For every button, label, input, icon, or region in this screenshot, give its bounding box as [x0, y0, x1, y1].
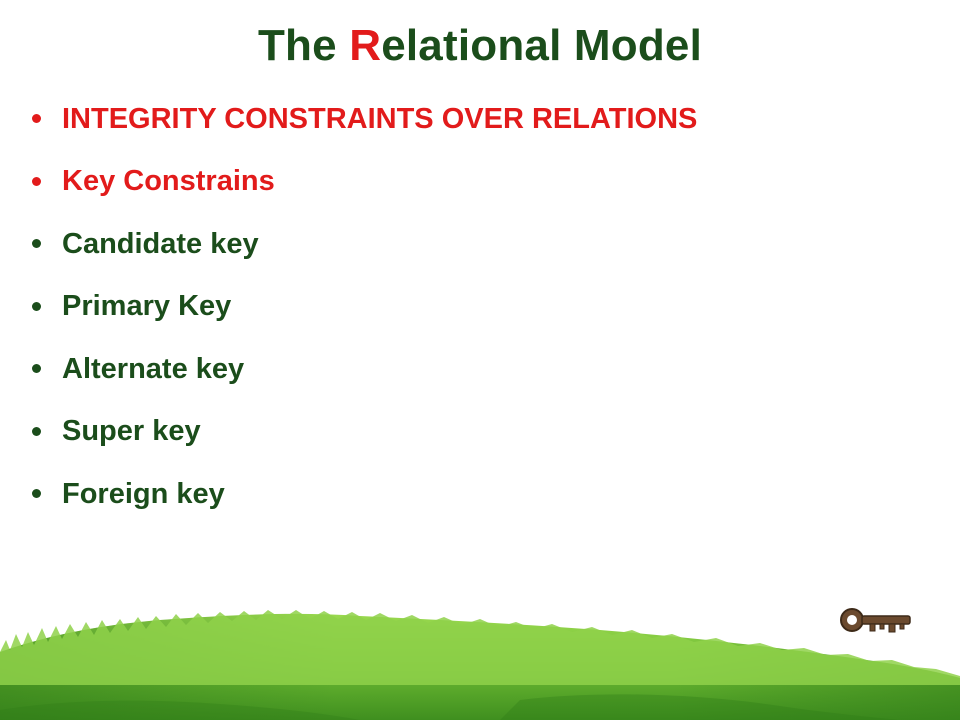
bullet-label: Key Constrains: [62, 165, 275, 198]
title-suffix: elational Model: [381, 21, 703, 70]
bullet-dot: [32, 426, 41, 436]
bullet-item: Super key: [30, 401, 697, 464]
bullet-item: Primary Key: [30, 276, 697, 339]
bullet-list: INTEGRITY CONSTRAINTS OVER RELATIONS Key…: [30, 88, 697, 526]
bullet-dot: [32, 114, 41, 124]
bullet-dot: [32, 364, 41, 374]
bullet-dot: [32, 239, 41, 249]
bullet-dot: [32, 301, 41, 311]
slide-title: The Relational Model: [0, 18, 960, 74]
bullet-label: Super key: [62, 415, 201, 448]
bullet-label: Candidate key: [62, 227, 259, 260]
title-prefix: The: [257, 21, 350, 70]
bullet-item: Alternate key: [30, 338, 697, 401]
bullet-item: Key Constrains: [30, 151, 697, 214]
title-accent-letter: R: [349, 21, 382, 70]
bullet-item: Foreign key: [30, 463, 697, 526]
grass-hill-illustration: [0, 610, 960, 720]
bullet-label: INTEGRITY CONSTRAINTS OVER RELATIONS: [62, 102, 698, 135]
key-icon: [840, 608, 911, 633]
bullet-item: Candidate key: [30, 213, 697, 276]
bullet-label: Primary Key: [62, 290, 232, 323]
bullet-dot: [32, 489, 41, 499]
bullet-label: Foreign key: [62, 477, 225, 510]
bullet-item: INTEGRITY CONSTRAINTS OVER RELATIONS: [30, 88, 697, 151]
bullet-dot: [32, 176, 41, 186]
bullet-label: Alternate key: [62, 352, 245, 385]
